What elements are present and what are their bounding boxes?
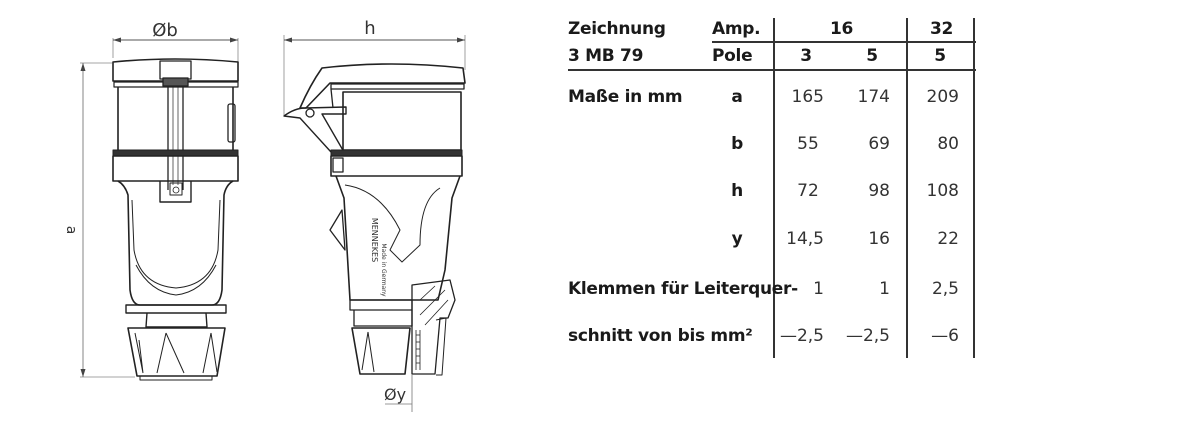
- cell-h-5p: 98: [868, 181, 890, 201]
- svg-text:Øy: Øy: [384, 385, 406, 404]
- cell-y-5p: 16: [868, 229, 890, 249]
- terminal-label-line2: schnitt von bis mm²: [568, 326, 753, 346]
- cell-y-3p: 14,5: [786, 229, 824, 249]
- row-key-y: y: [731, 229, 743, 249]
- terminal-label-line1: Klemmen für Leiterquer-: [568, 279, 798, 299]
- row-key-b: b: [731, 134, 743, 154]
- header-divider: [712, 41, 976, 43]
- pole-5-32a: 5: [934, 46, 946, 66]
- cell-h-3p: 72: [797, 181, 819, 201]
- amp-16: 16: [829, 19, 854, 39]
- column-divider-1: [773, 18, 775, 358]
- svg-text:Øb: Øb: [152, 20, 178, 41]
- cell-a-5p: 174: [857, 87, 890, 107]
- technical-drawing: a Øb h MENNEKES Made in Germany: [0, 0, 560, 427]
- cell-y-32a: 22: [937, 229, 959, 249]
- svg-text:h: h: [364, 18, 375, 39]
- side-view: h MENNEKES Made in Germany Øy: [283, 18, 466, 412]
- amp-label: Amp.: [712, 19, 761, 39]
- column-divider-3: [973, 18, 975, 358]
- cell-a-32a: 209: [926, 87, 959, 107]
- brand-text: MENNEKES: [370, 218, 379, 262]
- origin-text: Made in Germany: [380, 243, 387, 297]
- row-key-a: a: [731, 87, 743, 107]
- pole-3: 3: [800, 46, 812, 66]
- cell-b-32a: 80: [937, 134, 959, 154]
- amp-32: 32: [929, 19, 954, 39]
- cell-b-3p: 55: [797, 134, 819, 154]
- terminal-to-3p: —2,5: [779, 326, 824, 346]
- terminal-from-5p: 1: [879, 279, 890, 299]
- terminal-from-32a: 2,5: [931, 279, 959, 299]
- cell-b-5p: 69: [868, 134, 890, 154]
- header-bottom-line: [568, 69, 976, 71]
- pole-5-16a: 5: [866, 46, 878, 66]
- svg-text:a: a: [63, 226, 79, 235]
- drawing-number: 3 MB 79: [568, 46, 644, 66]
- terminal-from-3p: 1: [813, 279, 824, 299]
- terminal-to-5p: —2,5: [845, 326, 890, 346]
- terminal-to-32a: —6: [931, 326, 959, 346]
- front-view: a Øb: [63, 20, 239, 381]
- section-label: Maße in mm: [568, 87, 683, 107]
- row-key-h: h: [731, 181, 743, 201]
- cell-a-3p: 165: [791, 87, 824, 107]
- drawing-label: Zeichnung: [568, 19, 666, 39]
- cell-h-32a: 108: [926, 181, 959, 201]
- pole-label: Pole: [712, 46, 753, 66]
- column-divider-2: [906, 18, 908, 358]
